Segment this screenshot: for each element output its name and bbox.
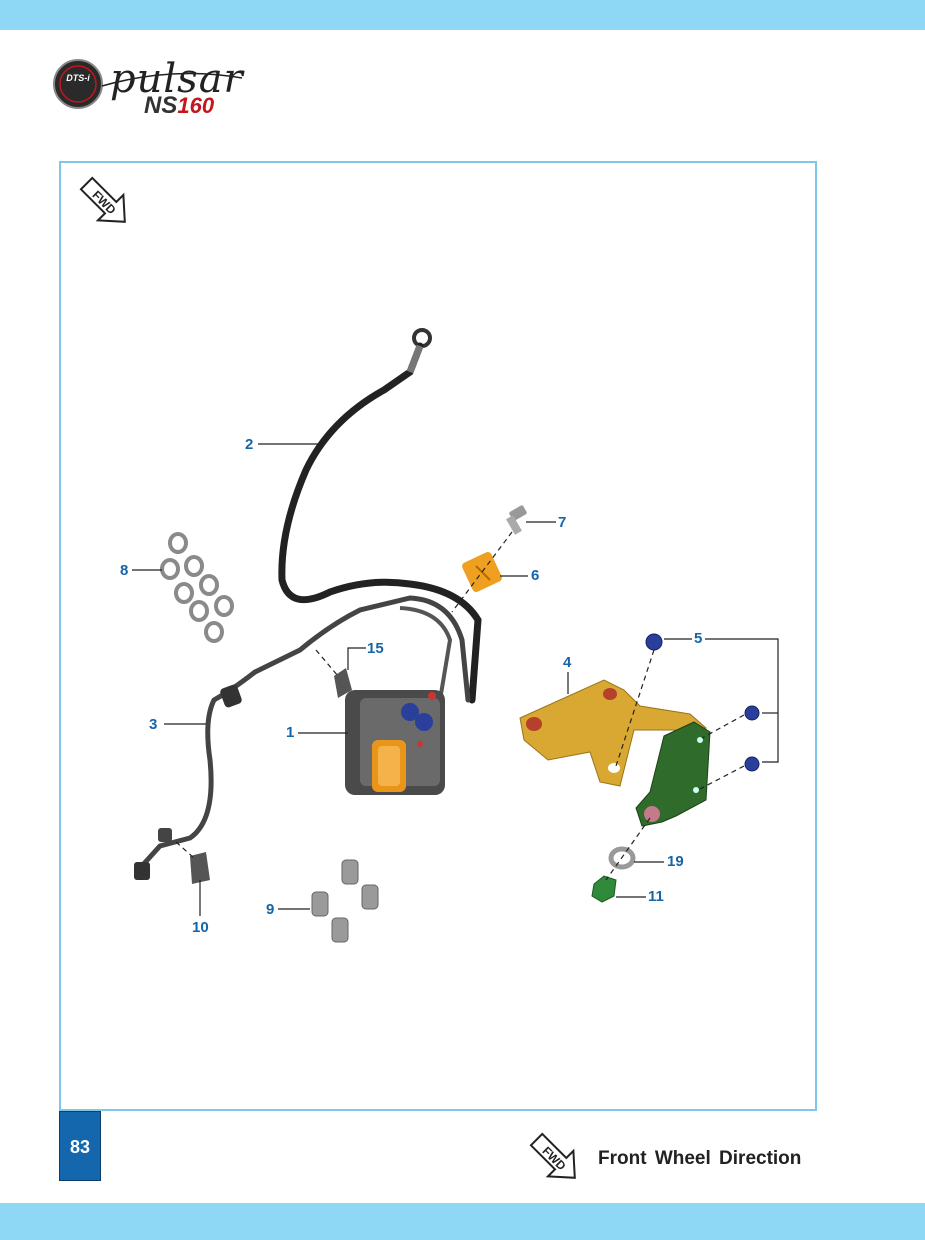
callout-4: 4 <box>563 654 572 671</box>
callout-5: 5 <box>694 630 703 647</box>
pulsar-ns160-logo: DTS-i pulsar NS160 <box>52 56 302 122</box>
washer-part-19 <box>608 846 636 870</box>
callout-11: 11 <box>648 888 664 905</box>
bracket-part-10 <box>175 841 210 884</box>
o-rings-part-8 <box>160 532 234 643</box>
callout-7: 7 <box>558 514 567 531</box>
abs-modulator-part-1 <box>345 690 445 795</box>
diagram-frame <box>59 161 817 1111</box>
mounting-bracket-part-4 <box>519 679 708 787</box>
bolt-part-11 <box>591 875 617 903</box>
bolt-part-7 <box>506 505 527 535</box>
callout-9: 9 <box>266 901 275 918</box>
bracket-part-15 <box>315 649 352 698</box>
callout-6: 6 <box>531 567 540 584</box>
fwd-arrow-icon: FWD <box>79 176 126 223</box>
legend-fwd-icon: FWD <box>529 1132 576 1179</box>
logo-model-letters: NS <box>144 92 178 119</box>
logo-badge-text: DTS-i <box>66 73 90 83</box>
legend-label: Front Wheel Direction <box>598 1148 802 1169</box>
page-number-box: 83 <box>59 1111 101 1181</box>
top-band <box>0 0 925 30</box>
logo-script-name: pulsar <box>110 56 244 102</box>
callout-19: 19 <box>667 853 684 870</box>
callout-2: 2 <box>245 436 254 453</box>
logo-badge <box>53 59 243 109</box>
brake-pipe-part-3 <box>134 595 471 880</box>
support-plate <box>635 721 711 827</box>
leader-lines <box>132 443 779 916</box>
logo-model: NS160 <box>144 92 214 120</box>
callout-3: 3 <box>149 716 158 733</box>
logo-model-number: 160 <box>177 93 215 118</box>
brake-hose-part-2 <box>278 328 482 704</box>
callout-15: 15 <box>367 640 384 657</box>
callout-1: 1 <box>286 724 295 741</box>
bolts-part-9 <box>311 859 379 943</box>
callout-8: 8 <box>120 562 129 579</box>
page-number: 83 <box>69 1137 91 1157</box>
bolts-part-5 <box>645 633 760 772</box>
bottom-band <box>0 1203 925 1240</box>
callout-10: 10 <box>192 919 209 936</box>
